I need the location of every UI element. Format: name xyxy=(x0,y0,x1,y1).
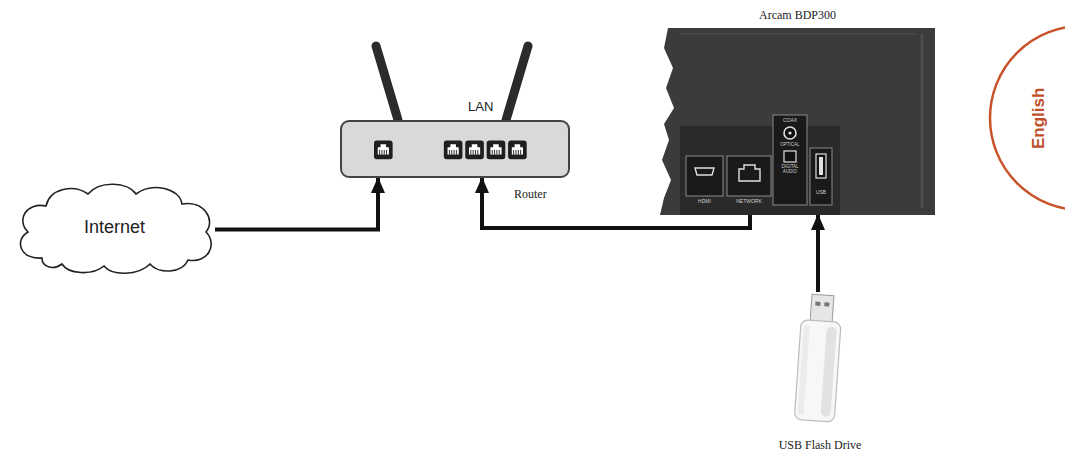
router-antenna xyxy=(376,46,398,120)
cloud-node: Internet xyxy=(12,180,217,275)
port-label: USB xyxy=(816,190,826,196)
cable-connector xyxy=(215,178,378,229)
node-text: Router xyxy=(514,188,547,201)
language-tab xyxy=(990,26,1065,210)
cable-connector xyxy=(816,215,820,292)
port-label: OPTICAL xyxy=(780,143,799,148)
node-text: LAN xyxy=(468,100,493,114)
player-rear-panel xyxy=(660,28,935,215)
port-label: HDMI xyxy=(698,199,711,205)
router-box: LANRouter xyxy=(340,120,570,178)
language-tab-text: English xyxy=(1031,87,1050,148)
port-label: COAX xyxy=(783,118,797,124)
usb-flash-drive-figure xyxy=(795,292,845,427)
port-label: NETWORK xyxy=(736,199,762,205)
port-label: DIGITAL AUDIO xyxy=(775,165,805,175)
usb-drive: USB Flash Drive xyxy=(795,292,845,427)
node-text: USB Flash Drive xyxy=(779,439,862,452)
router-ports xyxy=(342,122,568,176)
node-text: Arcam BDP300 xyxy=(759,9,836,22)
player-device: Arcam BDP300HDMINETWORKCOAXOPTICALDIGITA… xyxy=(660,28,935,215)
node-text: Internet xyxy=(84,218,145,238)
router-antenna xyxy=(506,46,528,120)
